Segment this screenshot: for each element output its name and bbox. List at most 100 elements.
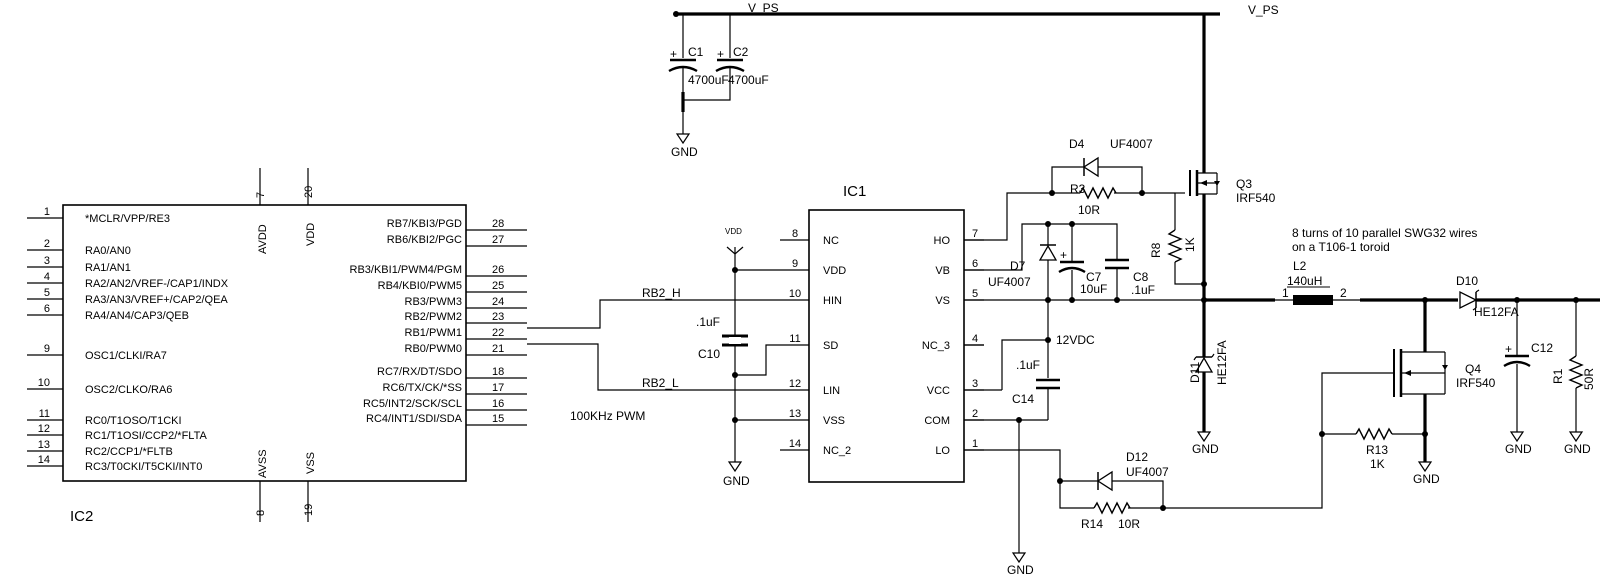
gnd-label: GND: [1007, 563, 1034, 577]
ic2-pin-name: RC4/INT1/SDI/SDA: [366, 413, 463, 425]
ic2-pin-num: 13: [38, 439, 50, 451]
ic1-pin-num: 10: [789, 288, 801, 300]
ic1-body: [808, 209, 965, 483]
ic1-pin-num: 5: [972, 288, 978, 300]
d10-value: HE12FA: [1474, 305, 1519, 319]
ic2-pin-num: 12: [38, 423, 50, 435]
ic1-pin-name: VS: [935, 295, 950, 307]
ic2-pin-num: 19: [303, 504, 315, 516]
ic1-pin-num: 3: [972, 378, 978, 390]
ic1-pin-name: VDD: [823, 265, 846, 277]
q4-section: Q4 IRF540 GND R13 1K: [1163, 300, 1496, 509]
ic2-pin-name: OSC1/CLKI/RA7: [85, 350, 167, 362]
winding-note-1: 8 turns of 10 parallel SWG32 wires: [1292, 226, 1477, 240]
l2-pin1: 1: [1282, 286, 1289, 300]
vcc-section: 12VDC .1uF C14 GND: [964, 333, 1095, 577]
ic2-pin-name: RA3/AN3/VREF+/CAP2/QEA: [85, 294, 228, 306]
q3-ref: Q3: [1236, 177, 1252, 191]
c2-value: 4700uF: [728, 73, 769, 87]
ic2-pin-num: 7: [255, 192, 267, 198]
ic2-pin-num: 4: [44, 271, 50, 283]
ic2-pin-num: 17: [492, 382, 504, 394]
ic1-pin-name: NC: [823, 235, 839, 247]
d7-value: UF4007: [988, 275, 1031, 289]
pwm-nets: RB2_H RB2_L 100KHz PWM: [527, 286, 784, 423]
low-side: D12 UF4007 R14 10R: [964, 449, 1169, 531]
ic1-pin-num: 12: [789, 378, 801, 390]
q4-value: IRF540: [1456, 376, 1496, 390]
winding-note-2: on a T106-1 toroid: [1292, 240, 1390, 254]
vdd-label: VDD: [725, 227, 742, 236]
ic2-pin-name: AVDD: [257, 224, 269, 254]
ic2-pin-name: RB0/PWM0: [405, 343, 462, 355]
ic2-body: [62, 204, 467, 482]
ic2-pin-num: 20: [303, 186, 315, 198]
r3-value: 10R: [1078, 203, 1100, 217]
ic2-pin-name: RB1/PWM1: [405, 327, 462, 339]
net-label-rb2h: RB2_H: [642, 286, 681, 300]
r1-ref: R1: [1551, 368, 1565, 384]
c1-ref: C1: [688, 45, 704, 59]
l2-value: 140uH: [1287, 274, 1322, 288]
ic2-pin-num: 6: [44, 303, 50, 315]
c12-ref: C12: [1531, 341, 1553, 355]
r13-value: 1K: [1370, 457, 1385, 471]
c8-value: .1uF: [1131, 283, 1155, 297]
ic2-pin-name: OSC2/CLKO/RA6: [85, 384, 172, 396]
ic1-ref: IC1: [843, 183, 866, 200]
vps-label: V_PS: [748, 1, 779, 15]
ic2-pin-name: RB3/PWM3: [405, 296, 462, 308]
ic2-left-pins: 1*MCLR/VPP/RE32RA0/AN03RA1/AN14RA2/AN2/V…: [27, 206, 229, 473]
ic2-pin-name: RA2/AN2/VREF-/CAP1/INDX: [85, 278, 229, 290]
ic2-pin-name: RC5/INT2/SCK/SCL: [363, 398, 462, 410]
svg-text:+: +: [717, 47, 724, 61]
d4-value: UF4007: [1110, 137, 1153, 151]
ic2-pin-num: 26: [492, 264, 504, 276]
ic2-pin-name: RA4/AN4/CAP3/QEB: [85, 310, 189, 322]
d11-ref: D11: [1188, 362, 1202, 383]
d12-ref: D12: [1126, 450, 1148, 464]
d4-ref: D4: [1069, 137, 1085, 151]
ic2-pin-name: RC1/T1OSI/CCP2/*FLTA: [85, 430, 208, 442]
ic2-pin-name: RB6/KBI2/PGC: [387, 234, 462, 246]
d11-section: D11 HE12FA GND: [1188, 300, 1229, 456]
ic2-pin-name: VDD: [305, 223, 317, 246]
ic1-pin-name: HIN: [823, 295, 842, 307]
d11-value: HE12FA: [1215, 340, 1229, 385]
ic1-pin-num: 4: [972, 333, 978, 345]
r8-ref: R8: [1149, 242, 1163, 258]
gnd-label: GND: [723, 474, 750, 488]
pwm-note: 100KHz PWM: [570, 409, 645, 423]
q3-value: IRF540: [1236, 191, 1276, 205]
c14-ref: C14: [1012, 392, 1034, 406]
ic1-pin-name: VB: [935, 265, 950, 277]
ic2-pin-name: RB2/PWM2: [405, 311, 462, 323]
ic2-pin-num: 27: [492, 234, 504, 246]
ic2-pin-name: RC2/CCP1/*FLTB: [85, 446, 173, 458]
bulk-caps: + + GND C1 C2 4700uF 4700uF V_PS V_PS: [668, 1, 1279, 159]
ic1-pin-name: VCC: [927, 385, 950, 397]
r13-ref: R13: [1366, 443, 1388, 457]
ic2-pin-num: 8: [255, 510, 267, 516]
ic2-pin-num: 14: [38, 454, 50, 466]
ic2-pin-name: RA1/AN1: [85, 262, 131, 274]
gnd-label: GND: [1413, 472, 1440, 486]
c14-value: .1uF: [1016, 358, 1040, 372]
ic1-pin-num: 2: [972, 408, 978, 420]
c1-value: 4700uF: [688, 73, 729, 87]
ic2-pin-name: RA0/AN0: [85, 245, 131, 257]
ic2-pin-num: 10: [38, 377, 50, 389]
ic2-pin-num: 3: [44, 255, 50, 267]
net-label-rb2l: RB2_L: [642, 376, 679, 390]
ic2-pin-num: 22: [492, 327, 504, 339]
d10-ref: D10: [1456, 274, 1478, 288]
ic2-pin-name: *MCLR/VPP/RE3: [85, 213, 170, 225]
ic1-pin-num: 1: [972, 438, 978, 450]
ic2-pin-num: 18: [492, 366, 504, 378]
ic1-pin-name: NC_3: [922, 340, 950, 352]
vcc-net-label: 12VDC: [1056, 333, 1095, 347]
ic1-pin-num: 7: [972, 228, 978, 240]
